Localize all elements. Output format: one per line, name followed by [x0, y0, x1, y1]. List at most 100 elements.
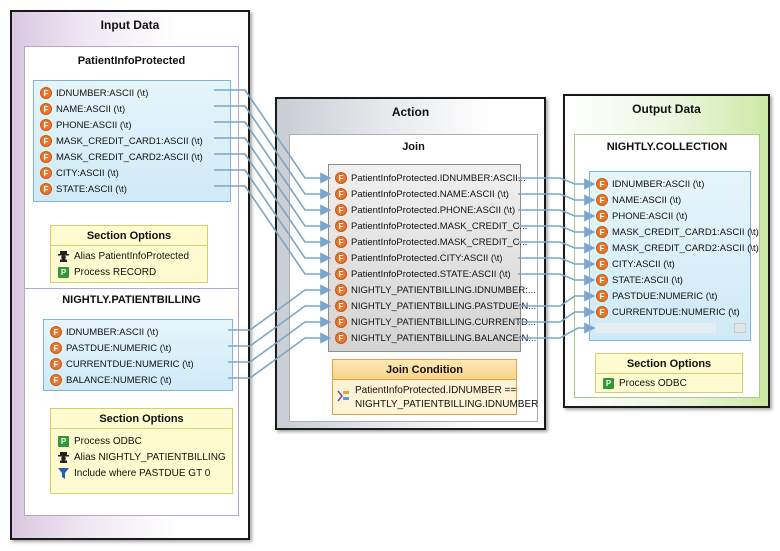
join-title: Join [402, 141, 425, 153]
patient-info-title: PatientInfoProtected [77, 55, 186, 67]
join-condition-line1: PatientInfoProtected.IDNUMBER == [355, 385, 517, 396]
field-icon: F [596, 306, 608, 318]
field-icon: F [40, 87, 52, 99]
horizontal-scrollbar-track[interactable] [596, 323, 716, 333]
process-icon: P [58, 435, 69, 447]
field-icon: F [335, 172, 347, 184]
section-options-title: Section Options [596, 354, 742, 374]
field-icon: F [50, 358, 62, 370]
field-icon: F [50, 326, 62, 338]
field-icon: F [335, 204, 347, 216]
field-icon: F [596, 274, 608, 286]
field-icon: F [40, 119, 52, 131]
join-condition-title: Join Condition [333, 360, 516, 380]
field-icon: F [335, 316, 347, 328]
field-icon: F [335, 188, 347, 200]
collection-title: NIGHTLY.COLLECTION [606, 141, 728, 153]
alias-icon [58, 451, 69, 463]
field-icon: F [596, 210, 608, 222]
patient-section-options[interactable]: Section Options Alias PatientInfoProtect… [50, 225, 208, 283]
field-icon: F [335, 300, 347, 312]
process-icon: P [58, 266, 69, 278]
collection-section-options[interactable]: Section Options P Process ODBC [595, 353, 743, 393]
process-icon: P [603, 377, 614, 389]
patient-billing-title: NIGHTLY.PATIENTBILLING [62, 294, 201, 306]
billing-section-options[interactable]: Section Options P Process ODBC Alias NIG… [50, 408, 233, 494]
option-alias[interactable]: Alias NIGHTLY_PATIENTBILLING [58, 450, 226, 464]
field-icon: F [596, 242, 608, 254]
option-alias[interactable]: Alias PatientInfoProtected [58, 249, 189, 263]
option-process[interactable]: P Process RECORD [58, 265, 156, 279]
alias-icon [58, 250, 69, 262]
field-icon: F [596, 226, 608, 238]
field-icon: F [50, 374, 62, 386]
field-icon: F [596, 194, 608, 206]
field-icon: F [40, 151, 52, 163]
join-condition-line2: NIGHTLY_PATIENTBILLING.IDNUMBER [355, 399, 539, 410]
join-condition-box[interactable]: Join Condition PatientInfoProtected.IDNU… [332, 359, 538, 415]
field-icon: F [50, 342, 62, 354]
field-icon: F [596, 290, 608, 302]
option-process[interactable]: P Process ODBC [603, 376, 687, 390]
option-include-filter[interactable]: Include where PASTDUE GT 0 [58, 466, 210, 480]
field-icon: F [335, 284, 347, 296]
section-options-title: Section Options [51, 226, 207, 246]
field-icon: F [596, 258, 608, 270]
scroll-corner [734, 323, 746, 333]
field-icon: F [40, 135, 52, 147]
filter-icon [58, 467, 69, 479]
field-icon: F [40, 167, 52, 179]
input-data-title: Input Data [100, 18, 160, 32]
field-icon: F [335, 268, 347, 280]
field-icon: F [335, 236, 347, 248]
action-title: Action [391, 105, 430, 119]
field-icon: F [40, 103, 52, 115]
condition-icon [337, 390, 349, 402]
field-icon: F [596, 178, 608, 190]
option-process[interactable]: P Process ODBC [58, 434, 142, 448]
field-icon: F [335, 332, 347, 344]
field-icon: F [335, 252, 347, 264]
